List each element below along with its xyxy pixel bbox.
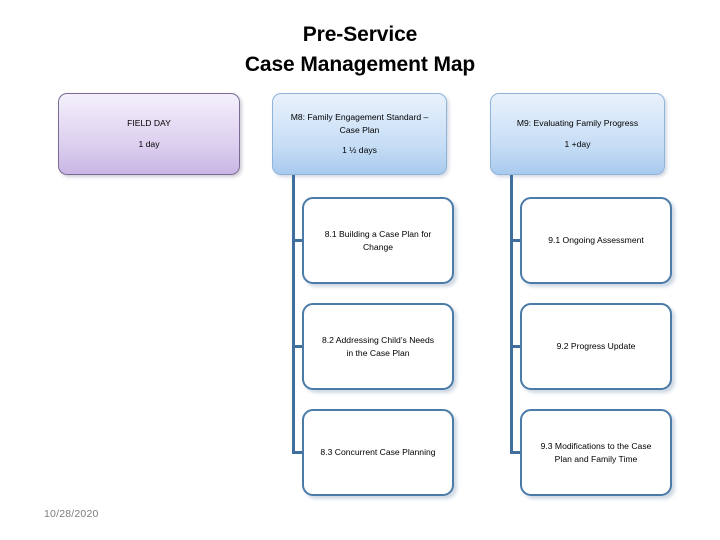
task-box-8-3[interactable]: 8.3 Concurrent Case Planning [302,409,454,496]
connector-branch-m9-1 [510,239,522,242]
task-8-1-line-1: 8.1 Building a Case Plan for [324,228,432,239]
milestone-m9-label-line-1: M9: Evaluating Family Progress [516,118,639,129]
milestone-box-m8[interactable]: M8: Family Engagement Standard – Case Pl… [272,93,447,175]
connector-branch-m8-1 [292,239,304,242]
task-box-9-3[interactable]: 9.3 Modifications to the Case Plan and F… [520,409,672,496]
task-8-3-line-1: 8.3 Concurrent Case Planning [320,447,436,458]
connector-vertical-m9 [510,175,513,453]
connector-branch-m8-2 [292,345,304,348]
milestone-box-field-day[interactable]: FIELD DAY 1 day [58,93,240,175]
task-9-3-line-2: Plan and Family Time [554,453,638,464]
milestone-field-day-label: FIELD DAY [127,118,171,129]
milestone-m8-label-line-1: M8: Family Engagement Standard – [290,111,429,122]
connector-branch-m9-2 [510,345,522,348]
task-9-2-line-1: 9.2 Progress Update [556,341,636,352]
milestone-m9-duration: 1 +day [564,138,591,149]
task-8-1-line-2: Change [362,241,394,252]
page-title-line-2: Case Management Map [244,52,476,76]
milestone-box-m9[interactable]: M9: Evaluating Family Progress 1 +day [490,93,665,175]
milestone-m8-label-line-2: Case Plan [339,124,380,135]
milestone-field-day-duration: 1 day [138,138,160,149]
page-title-line-1: Pre-Service [302,23,418,46]
task-8-2-line-2: in the Case Plan [346,347,410,358]
task-box-8-1[interactable]: 8.1 Building a Case Plan for Change [302,197,454,284]
task-box-8-2[interactable]: 8.2 Addressing Child’s Needs in the Case… [302,303,454,390]
task-9-1-line-1: 9.1 Ongoing Assessment [548,235,644,246]
task-9-3-line-1: 9.3 Modifications to the Case [540,440,652,451]
task-8-2-line-1: 8.2 Addressing Child’s Needs [321,334,435,345]
connector-branch-m9-3 [510,451,522,454]
footer-date: 10/28/2020 [44,508,99,520]
milestone-m8-duration: 1 ½ days [342,145,377,156]
connector-branch-m8-3 [292,451,304,454]
task-box-9-2[interactable]: 9.2 Progress Update [520,303,672,390]
page-title: Pre-Service Case Management Map [0,20,720,80]
task-box-9-1[interactable]: 9.1 Ongoing Assessment [520,197,672,284]
connector-vertical-m8 [292,175,295,453]
